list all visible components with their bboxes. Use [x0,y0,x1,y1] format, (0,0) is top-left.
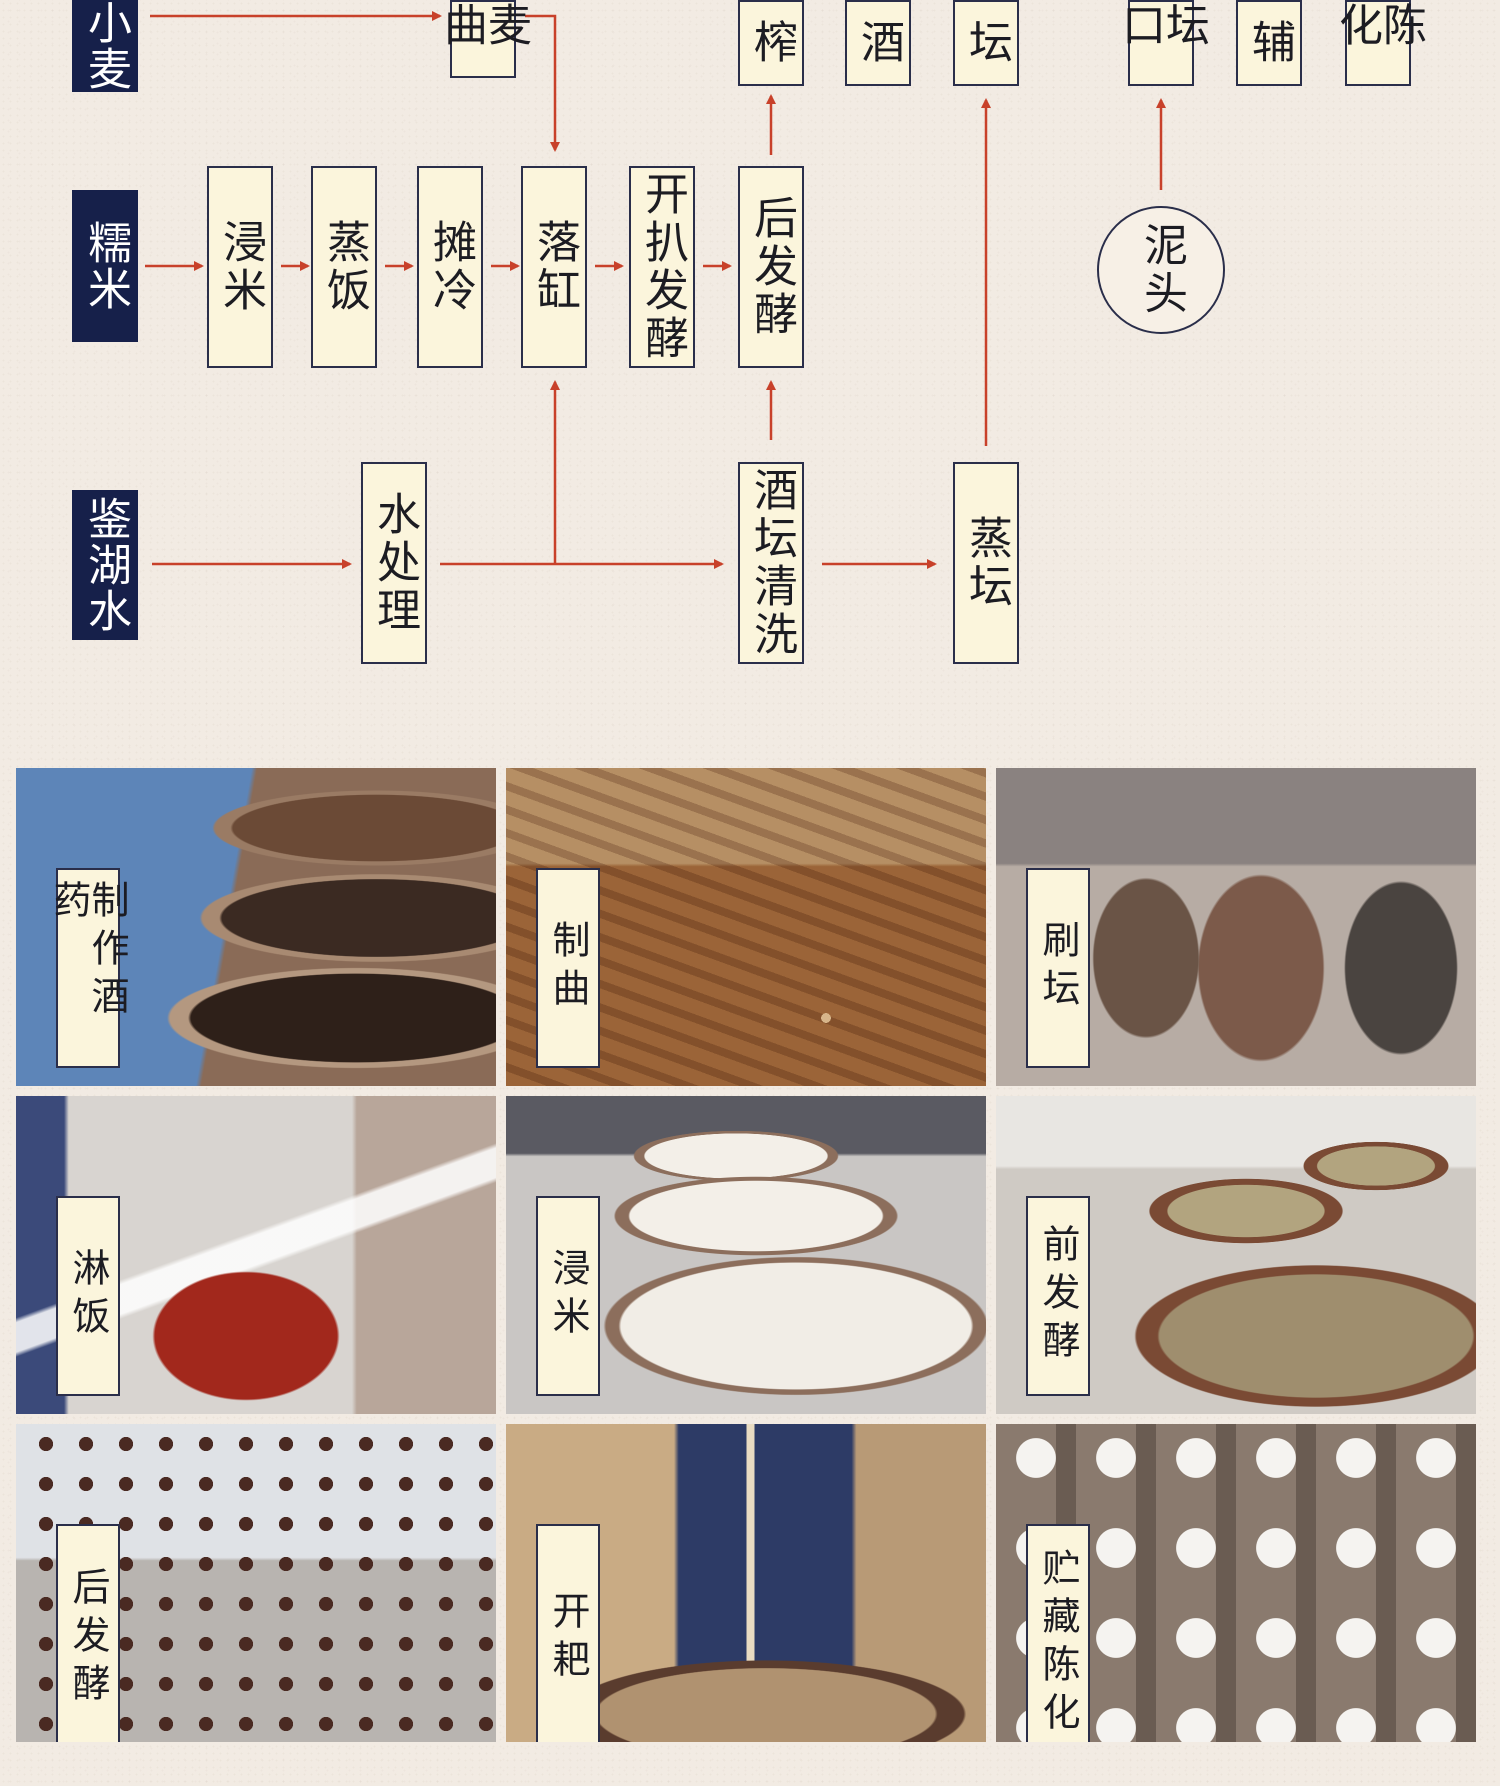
step-spread-cool: 摊冷 [417,166,483,368]
photo-label: 浸米 [536,1196,600,1396]
step-water-treatment: 水处理 [361,462,427,664]
photo-tile: 开耙 [506,1424,986,1742]
step-wine: 酒 [845,0,911,86]
photo-tile: 浸米 [506,1096,986,1414]
step-jar-cleaning: 酒坛清洗 [738,462,804,664]
step-steam-rice: 蒸饭 [311,166,377,368]
photo-label: 刷坛 [1026,868,1090,1068]
process-flow-diagram: 小麦 糯米 鉴湖水 麦曲 浸米 蒸饭 摊冷 落缸 开扒发酵 后发酵 榨 酒 坛 … [0,0,1500,720]
photo-label: 前发酵 [1026,1196,1090,1396]
mud-cap-circle: 泥头 [1097,206,1225,334]
photo-tile: 制作酒药 [16,768,496,1086]
source-glutinous-rice: 糯米 [72,190,138,342]
step-auxiliary: 辅 [1236,0,1302,86]
step-into-vat: 落缸 [521,166,587,368]
photo-label: 后发酵 [56,1524,120,1742]
process-photo-grid: 制作酒药 制曲 刷坛 淋饭 浸米 前发酵 后发酵 开耙 贮藏陈化 [16,768,1476,1742]
photo-label: 制作酒药 [47,868,129,1068]
photo-label: 淋饭 [56,1196,120,1396]
photo-label: 贮藏陈化 [1026,1524,1090,1742]
step-post-ferment: 后发酵 [738,166,804,368]
flow-arrows [145,11,1166,569]
step-open-ferment: 开扒发酵 [629,166,695,368]
photo-tile: 后发酵 [16,1424,496,1742]
photo-tile: 贮藏陈化 [996,1424,1476,1742]
photo-label: 开耙 [536,1524,600,1742]
step-steam-jar: 蒸坛 [953,462,1019,664]
step-soak-rice: 浸米 [207,166,273,368]
step-press: 榨 [738,0,804,86]
step-wheat-koji: 麦曲 [436,0,531,78]
photo-tile: 刷坛 [996,768,1476,1086]
source-wheat: 小麦 [72,0,138,92]
step-aging: 陈化 [1331,0,1426,86]
source-jianhu-water: 鉴湖水 [72,490,138,640]
step-jar: 坛 [953,0,1019,86]
photo-tile: 制曲 [506,768,986,1086]
step-jar-mouth: 坛口 [1114,0,1209,86]
photo-label: 制曲 [536,868,600,1068]
photo-tile: 淋饭 [16,1096,496,1414]
photo-tile: 前发酵 [996,1096,1476,1414]
